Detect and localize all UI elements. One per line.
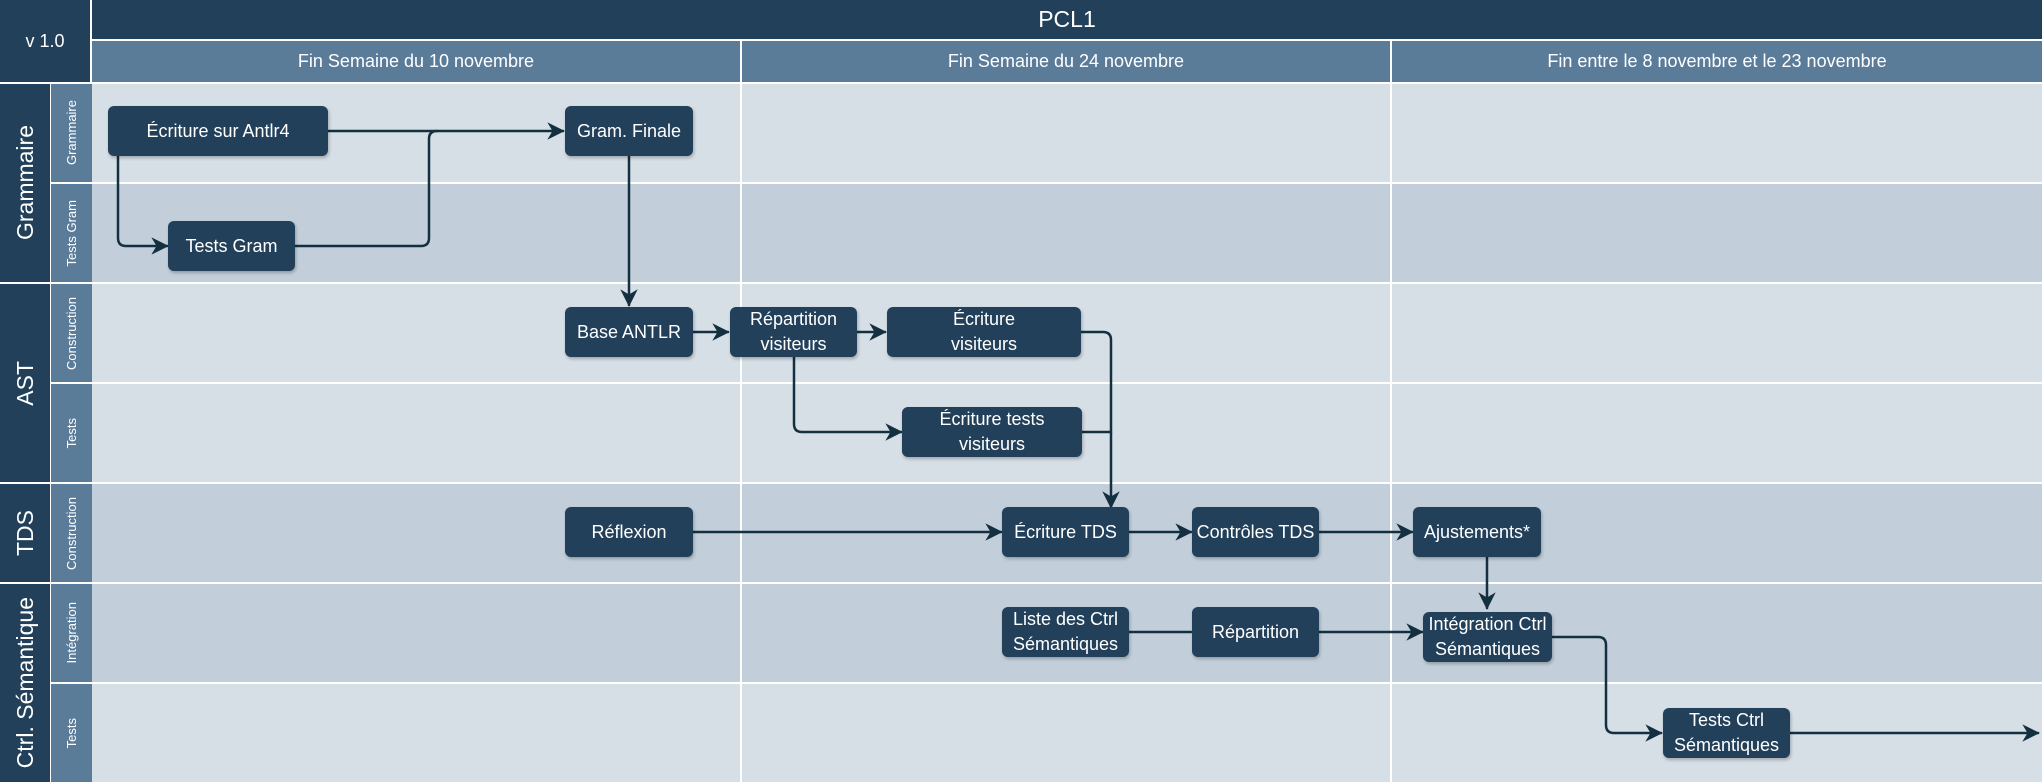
- lane-label-grammaire: Grammaire: [50, 82, 92, 182]
- lane-cell: [742, 682, 1392, 782]
- edge-ecriturevisiteurs-to-ecrituretds: [1079, 330, 1120, 509]
- pool-tds: TDS: [0, 482, 50, 582]
- lane-label-tds-construction: Construction: [50, 482, 92, 582]
- node-reflexion[interactable]: Réflexion: [565, 507, 693, 557]
- lane-label-ctrl-tests: Tests: [50, 682, 92, 782]
- node-gram-finale[interactable]: Gram. Finale: [565, 106, 693, 156]
- node-ajustements[interactable]: Ajustements*: [1413, 507, 1541, 557]
- edge-ecriture-to-testsgram: [116, 154, 169, 255]
- lane-label-tests-gram: Tests Gram: [50, 182, 92, 282]
- node-tests-gram[interactable]: Tests Gram: [168, 221, 295, 271]
- node-ecriture-antlr4[interactable]: Écriture sur Antlr4: [108, 106, 328, 156]
- node-ecriture-tests-visiteurs[interactable]: Écriture tests visiteurs: [902, 407, 1082, 457]
- edge-testsgram-to-gramfinale: [293, 129, 439, 248]
- node-ecriture-tds[interactable]: Écriture TDS: [1002, 507, 1129, 557]
- column-header-2: Fin Semaine du 24 novembre: [742, 41, 1392, 82]
- node-integration-ctrl[interactable]: Intégration Ctrl Sémantiques: [1423, 612, 1552, 662]
- pool-ast: AST: [0, 282, 50, 482]
- node-base-antlr[interactable]: Base ANTLR: [565, 307, 693, 357]
- lane-cell: [1392, 382, 2042, 482]
- lane-label-ast-tests: Tests: [50, 382, 92, 482]
- lane-cell: [92, 582, 742, 682]
- node-repartition[interactable]: Répartition: [1192, 607, 1319, 657]
- column-header-1: Fin Semaine du 10 novembre: [92, 41, 742, 82]
- node-ecriture-visiteurs[interactable]: Écriture visiteurs: [887, 307, 1081, 357]
- edge-repartition-to-testsvisiteurs: [792, 355, 903, 441]
- version-label: v 1.0: [0, 0, 92, 82]
- edge-integration-to-testsctrl: [1550, 635, 1663, 742]
- node-repartition-visiteurs[interactable]: Répartition visiteurs: [730, 307, 857, 357]
- lane-cell: [1392, 282, 2042, 382]
- node-controles-tds[interactable]: Contrôles TDS: [1192, 507, 1319, 557]
- lane-cell: [1392, 82, 2042, 182]
- diagram-title: PCL1: [92, 0, 2042, 41]
- lane-label-integration: Intégration: [50, 582, 92, 682]
- lane-cell: [92, 682, 742, 782]
- pool-grammaire: Grammaire: [0, 82, 50, 282]
- lane-cell: [742, 182, 1392, 282]
- lane-cell: [92, 382, 742, 482]
- lane-cell: [742, 82, 1392, 182]
- column-header-3: Fin entre le 8 novembre et le 23 novembr…: [1392, 41, 2042, 82]
- lane-label-ast-construction: Construction: [50, 282, 92, 382]
- pool-ctrl-semantique: Ctrl. Sémantique: [0, 582, 50, 782]
- lane-cell: [1392, 182, 2042, 282]
- node-tests-ctrl[interactable]: Tests Ctrl Sémantiques: [1663, 708, 1790, 758]
- node-liste-ctrl[interactable]: Liste des Ctrl Sémantiques: [1002, 607, 1129, 657]
